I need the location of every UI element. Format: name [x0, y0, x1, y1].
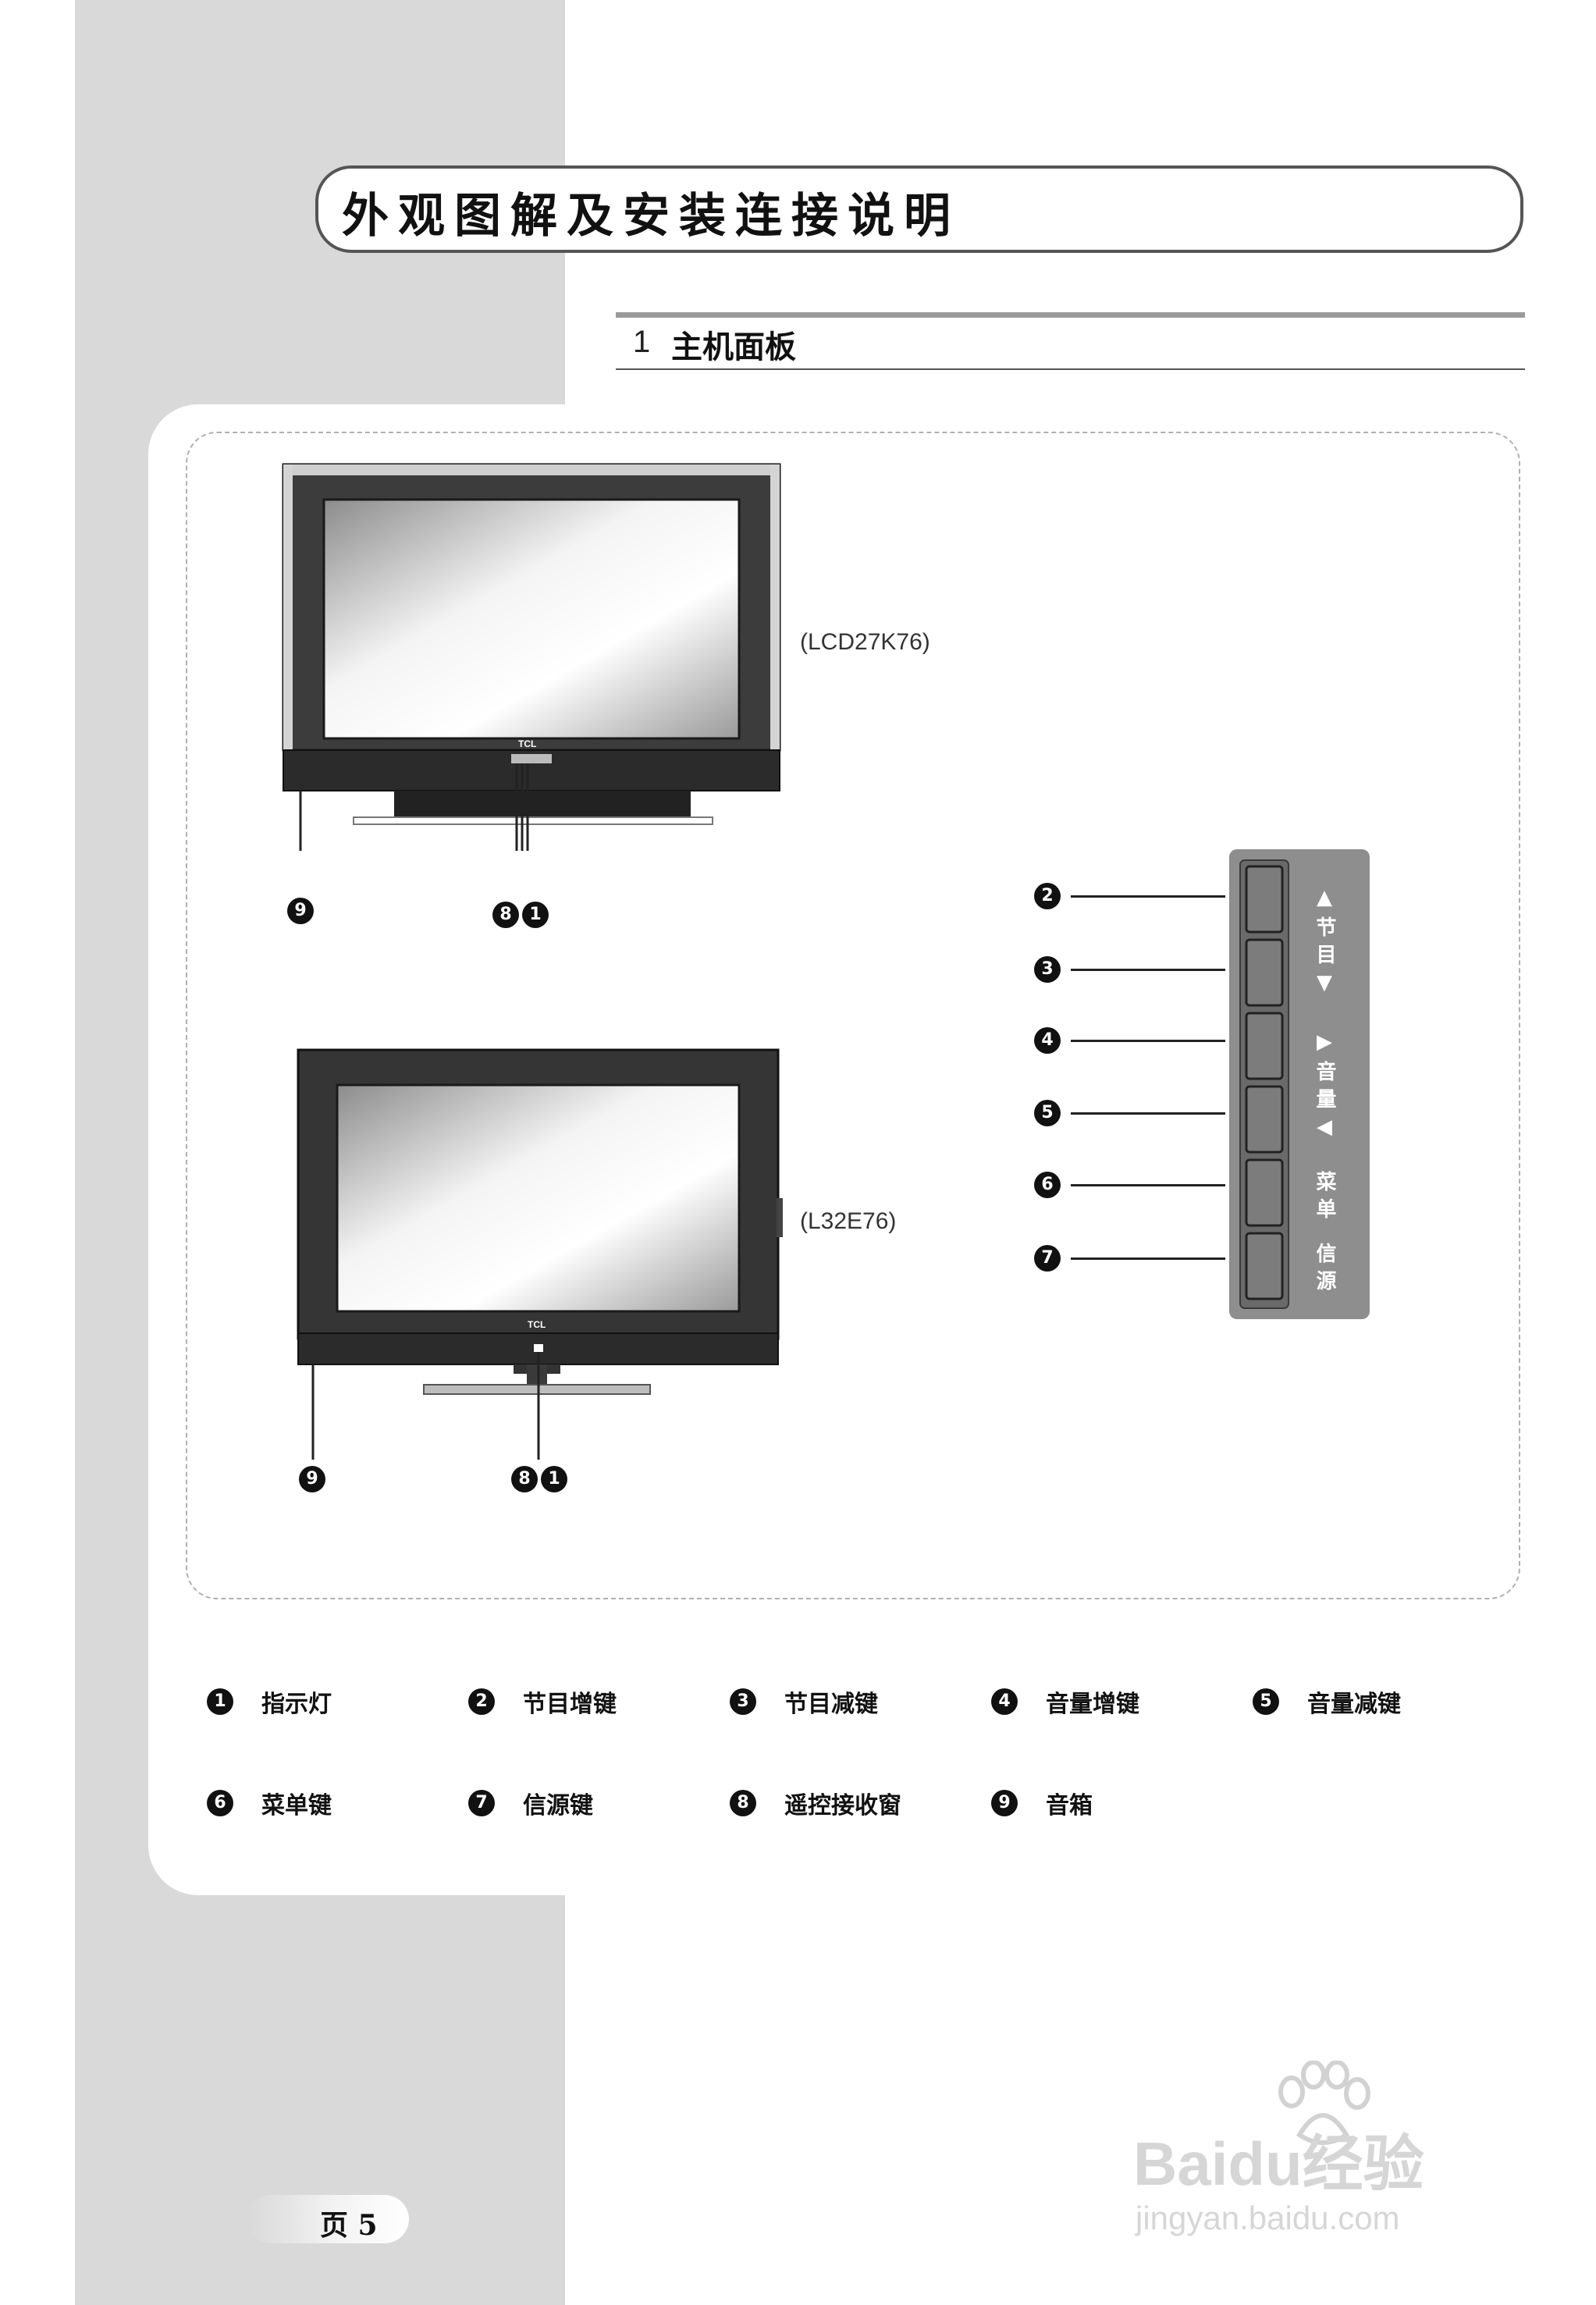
legend-item-2: 2 节目增键 — [468, 1684, 617, 1719]
legend-label: 指示灯 — [261, 1691, 332, 1718]
legend-number: 8 — [730, 1790, 756, 1816]
section-number: 1 — [633, 325, 651, 359]
callout-9: 9 — [299, 1466, 325, 1492]
callout-8: 8 — [511, 1466, 538, 1492]
section-rule-top — [616, 312, 1525, 318]
model-label-lcd27k76: (LCD27K76) — [800, 629, 930, 655]
callout-1: 1 — [522, 902, 549, 928]
watermark-url: jingyan.baidu.com — [1136, 2200, 1400, 2236]
diagram-frame — [186, 432, 1520, 1599]
section-rule-bottom — [616, 368, 1525, 370]
legend-label: 音量减键 — [1307, 1691, 1401, 1718]
legend-label: 节目增键 — [523, 1691, 617, 1718]
tv-lcd27k76-illustration — [282, 463, 781, 851]
legend-item-6: 6 菜单键 — [207, 1786, 332, 1820]
callout-4: 4 — [1034, 1027, 1061, 1054]
panel-label-volume: ▶ 音 量 ◀ — [1313, 1030, 1336, 1140]
legend-number: 3 — [730, 1688, 756, 1715]
title-frame — [315, 165, 1523, 253]
watermark-logo: Baidu经验 — [1133, 2129, 1424, 2198]
leader-line-4 — [1071, 1040, 1225, 1042]
section-title: 主机面板 — [671, 329, 796, 365]
legend-label: 信源键 — [523, 1792, 593, 1819]
leader-line-2 — [1071, 895, 1225, 898]
tv1-brand-logo: TCL — [518, 738, 537, 749]
legend-item-7: 7 信源键 — [468, 1786, 593, 1820]
legend-label: 节目减键 — [784, 1691, 878, 1718]
legend-item-1: 1 指示灯 — [207, 1684, 332, 1719]
legend-label: 菜单键 — [261, 1792, 332, 1819]
tv-l32e76-illustration — [297, 1048, 783, 1460]
callout-9: 9 — [287, 898, 314, 924]
legend-item-5: 5 音量减键 — [1253, 1684, 1401, 1719]
panel-label-source: 信 源 — [1313, 1243, 1336, 1291]
legend-label: 音量增键 — [1046, 1691, 1139, 1718]
callout-1: 1 — [541, 1466, 567, 1492]
legend-item-8: 8 遥控接收窗 — [730, 1786, 901, 1820]
legend-item-4: 4 音量增键 — [991, 1684, 1139, 1719]
leader-line-5 — [1071, 1112, 1225, 1115]
legend-number: 6 — [207, 1790, 233, 1816]
legend-label: 遥控接收窗 — [784, 1792, 901, 1819]
callout-2: 2 — [1034, 883, 1061, 909]
leader-line-6 — [1071, 1184, 1225, 1186]
legend-number: 1 — [207, 1688, 233, 1715]
callout-8: 8 — [492, 902, 519, 928]
callout-7: 7 — [1034, 1245, 1061, 1272]
legend-number: 4 — [991, 1688, 1018, 1715]
legend-item-9: 9 音箱 — [991, 1786, 1093, 1820]
callout-6: 6 — [1034, 1172, 1061, 1198]
page-title: 外观图解及安装连接说明 — [342, 189, 960, 244]
page-number-badge — [247, 2195, 409, 2243]
legend-number: 5 — [1253, 1688, 1279, 1715]
leader-line-3 — [1071, 969, 1225, 971]
tv2-brand-logo: TCL — [528, 1319, 546, 1330]
legend-number: 7 — [468, 1790, 495, 1816]
legend-number: 2 — [468, 1688, 495, 1715]
page-number: 页 5 — [320, 2209, 378, 2242]
leader-line-7 — [1071, 1257, 1225, 1260]
paw-icon — [1278, 2061, 1370, 2145]
legend-number: 9 — [991, 1790, 1018, 1816]
panel-label-menu: 菜 单 — [1313, 1171, 1336, 1219]
panel-label-program: ▲ 节 目 ▼ — [1313, 886, 1336, 995]
side-control-panel — [1229, 849, 1370, 1319]
callout-5: 5 — [1034, 1100, 1061, 1126]
legend-item-3: 3 节目减键 — [730, 1684, 878, 1719]
callout-3: 3 — [1034, 956, 1061, 983]
model-label-l32e76: (L32E76) — [800, 1208, 897, 1234]
legend-label: 音箱 — [1046, 1792, 1093, 1819]
